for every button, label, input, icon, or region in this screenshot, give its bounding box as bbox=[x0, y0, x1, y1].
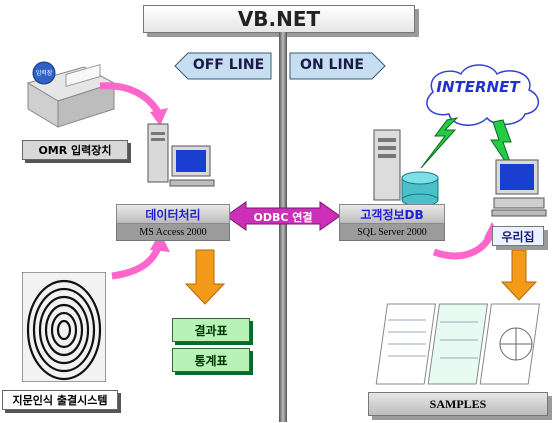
server-db-icon bbox=[373, 129, 439, 204]
title-box: VB.NET bbox=[143, 5, 415, 33]
omr-to-pc-arrow bbox=[99, 82, 161, 114]
offline-label: OFF LINE bbox=[192, 57, 265, 73]
fingerprint-label: 지문인식 출결시스템 bbox=[2, 390, 118, 410]
fingerprint-to-pc-arrow bbox=[111, 246, 162, 280]
data-processing-title: 데이터처리 bbox=[116, 204, 230, 224]
fingerprint-label-text: 지문인식 출결시스템 bbox=[12, 394, 108, 407]
pc-icon bbox=[147, 123, 215, 187]
report-result: 결과표 bbox=[172, 318, 250, 342]
odbc-label: ODBC 연결 bbox=[253, 211, 313, 224]
omr-device-icon bbox=[26, 61, 116, 128]
home-label: 우리집 bbox=[492, 226, 544, 246]
customer-db-subtitle: SQL Server 2000 bbox=[339, 224, 445, 241]
offline-sign bbox=[174, 52, 272, 80]
home-pc-icon bbox=[491, 159, 547, 217]
sample-sheets-icon bbox=[375, 303, 541, 385]
omr-label-text: OMR 입력장치 bbox=[38, 144, 112, 157]
customer-db-platform: 고객정보DB SQL Server 2000 bbox=[339, 204, 445, 241]
omr-badge: 입력장 bbox=[35, 70, 53, 77]
report-statistics: 통계표 bbox=[172, 348, 250, 372]
online-label: ON LINE bbox=[300, 57, 364, 73]
customer-db-title: 고객정보DB bbox=[339, 204, 445, 224]
samples-label: SAMPLES bbox=[429, 396, 487, 411]
lightning-left-icon bbox=[420, 117, 459, 169]
omr-label: OMR 입력장치 bbox=[22, 140, 128, 160]
report-statistics-text: 통계표 bbox=[194, 353, 228, 368]
center-pole bbox=[279, 32, 287, 422]
home-label-text: 우리집 bbox=[501, 229, 535, 244]
internet-label: INTERNET bbox=[436, 78, 520, 96]
samples-base: SAMPLES bbox=[368, 392, 548, 416]
orange-arrow-right bbox=[500, 249, 538, 301]
online-sign bbox=[289, 52, 386, 80]
data-processing-subtitle: MS Access 2000 bbox=[116, 224, 230, 241]
orange-arrow-left bbox=[184, 249, 226, 305]
fingerprint-icon bbox=[22, 272, 106, 382]
report-result-text: 결과표 bbox=[194, 323, 228, 338]
data-processing-platform: 데이터처리 MS Access 2000 bbox=[116, 204, 230, 241]
title-text: VB.NET bbox=[237, 7, 321, 31]
